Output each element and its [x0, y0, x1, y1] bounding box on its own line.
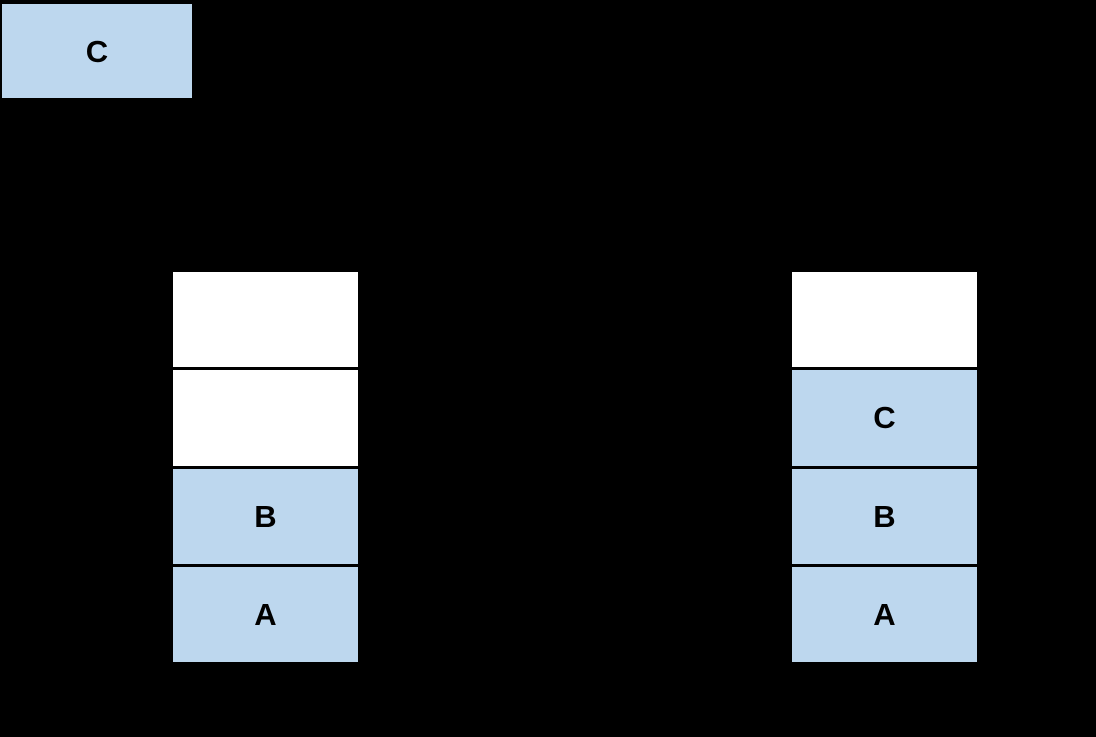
stack-cell-empty[interactable]	[792, 272, 977, 371]
stack-cell-block-b[interactable]: B	[792, 468, 977, 567]
stack-cell-empty[interactable]	[173, 272, 358, 371]
floating-block-c[interactable]: C	[0, 2, 194, 100]
stack-cell-block-a[interactable]: A	[173, 566, 358, 662]
stack-cell-block-b[interactable]: B	[173, 468, 358, 567]
stack-cell-empty[interactable]	[173, 370, 358, 469]
stack-cell-block-a[interactable]: A	[792, 566, 977, 662]
stack-cell-block-c[interactable]: C	[792, 370, 977, 469]
